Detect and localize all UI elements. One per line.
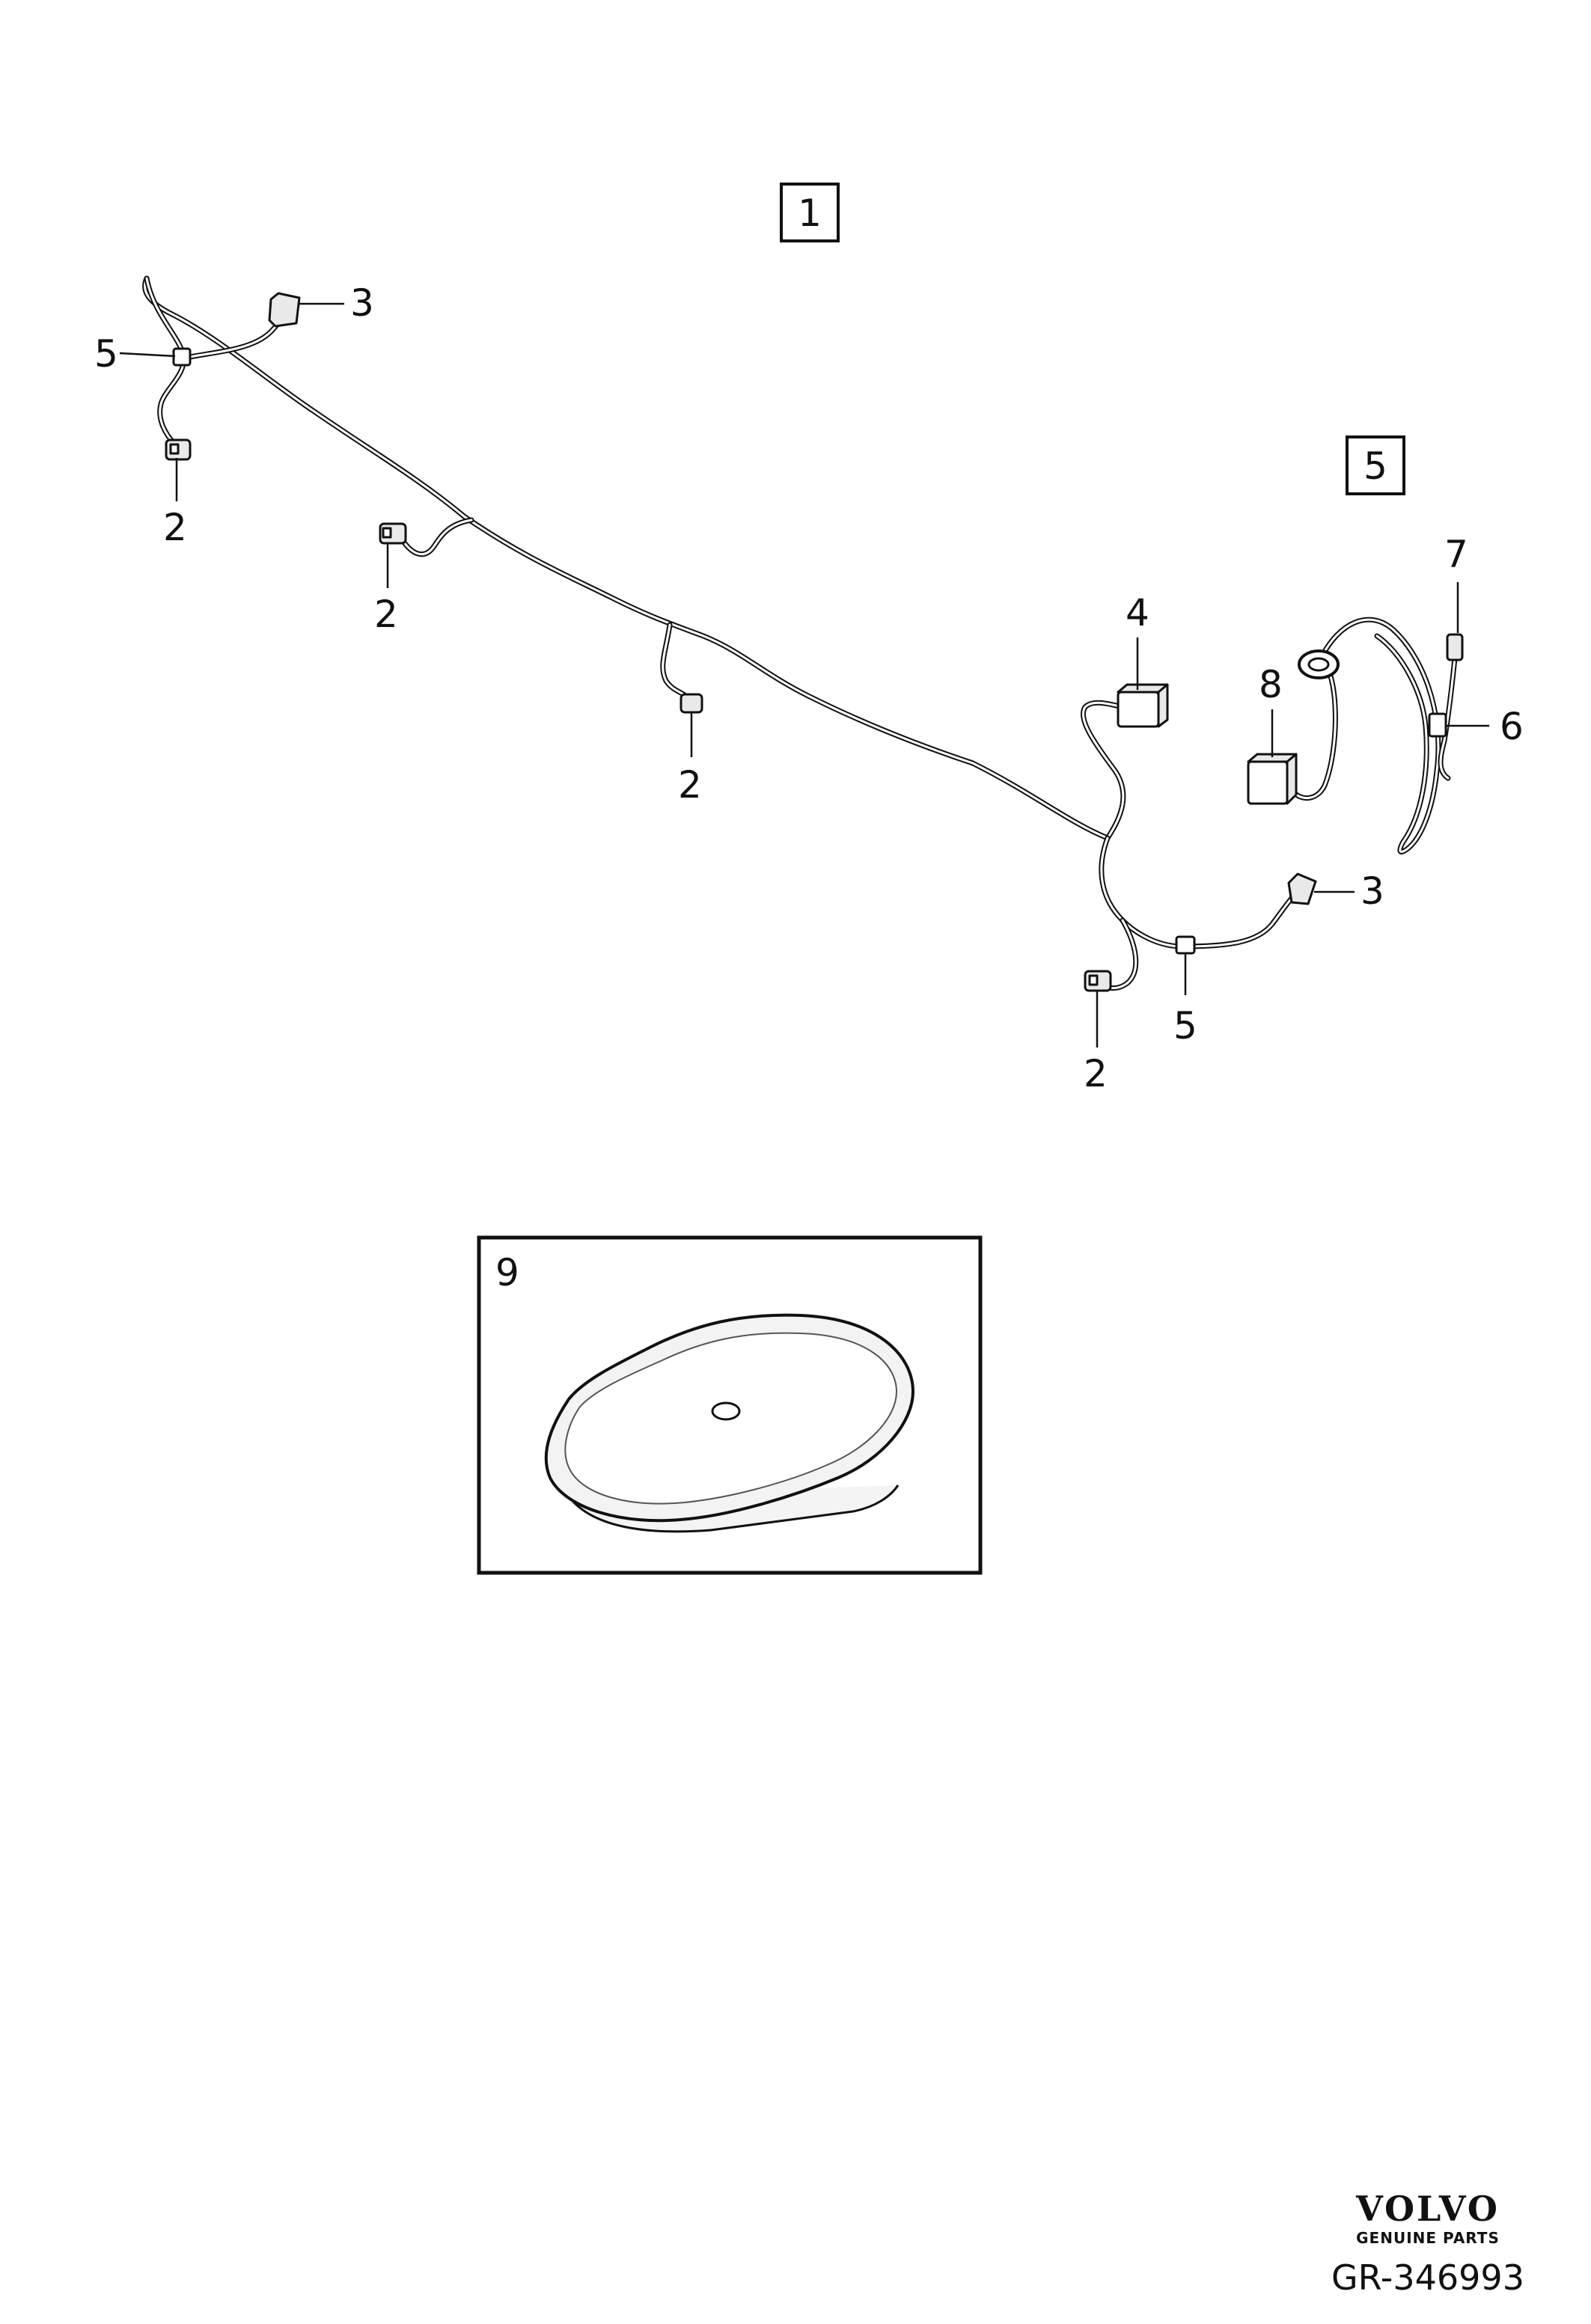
cover-part <box>544 1313 915 1533</box>
callout-9: 9 <box>495 1251 519 1294</box>
callout-5-left: 5 <box>94 332 118 376</box>
sensor-2-b <box>379 522 407 545</box>
connector-7 <box>1446 633 1464 661</box>
assembly-label-5: 5 <box>1346 435 1405 495</box>
leader-lines <box>119 302 1489 1048</box>
callout-7: 7 <box>1444 533 1468 576</box>
clip-5-left <box>172 347 192 367</box>
relay-4 <box>1117 683 1169 728</box>
assembly-label-1-text: 1 <box>798 192 822 235</box>
assembly-label-1: 1 <box>780 183 840 242</box>
sensor-2-c <box>680 693 703 714</box>
callout-3-right: 3 <box>1361 869 1384 913</box>
connector-3-left <box>268 292 301 328</box>
grommet <box>1298 649 1340 679</box>
clip-5-right <box>1175 935 1196 955</box>
callout-2-a: 2 <box>163 506 187 549</box>
callout-2-c: 2 <box>678 763 702 807</box>
callout-3-left: 3 <box>350 281 374 325</box>
sensor-2-a <box>165 438 192 461</box>
assembly-label-5-text: 5 <box>1364 444 1387 488</box>
callout-6: 6 <box>1500 705 1524 748</box>
callout-4: 4 <box>1126 591 1149 634</box>
callout-8: 8 <box>1259 663 1283 706</box>
brand-tagline: GENUINE PARTS <box>1356 2229 1500 2247</box>
callout-2-d: 2 <box>1084 1052 1108 1095</box>
sensor-2-d <box>1084 970 1112 992</box>
diagram-reference: GR-346993 <box>1331 2257 1524 2298</box>
callout-5-right: 5 <box>1173 1004 1197 1048</box>
module-8 <box>1247 753 1298 805</box>
secondary-wire-harness <box>1292 617 1459 854</box>
connector-6 <box>1428 712 1447 738</box>
callout-2-b: 2 <box>374 593 398 636</box>
cover-inset-box: 9 <box>477 1235 983 1575</box>
connector-3-right <box>1287 872 1317 905</box>
brand-logo: VOLVO <box>1355 2189 1500 2229</box>
